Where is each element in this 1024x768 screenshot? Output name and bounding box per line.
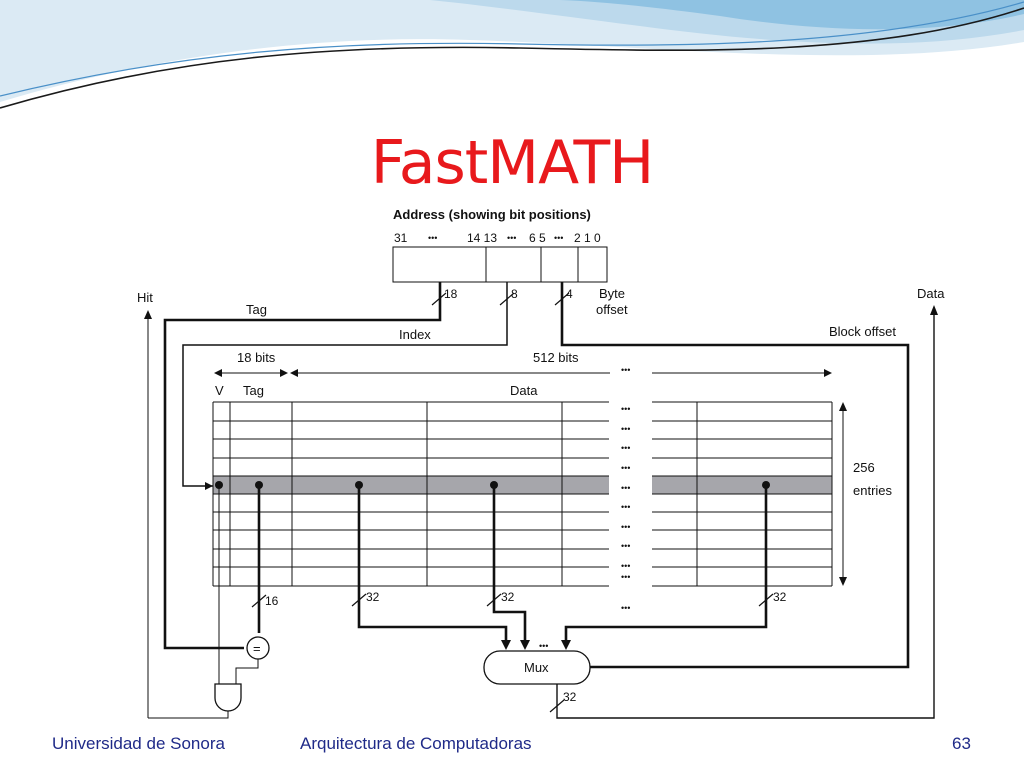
svg-text:•••: ••• xyxy=(621,404,630,414)
svg-text:•••: ••• xyxy=(621,561,630,571)
selected-row xyxy=(213,476,609,494)
footer-course: Arquitectura de Computadoras xyxy=(300,734,532,753)
svg-text:•••: ••• xyxy=(621,572,630,582)
svg-text:•••: ••• xyxy=(621,443,630,453)
bit-31: 31 xyxy=(394,231,408,245)
bit-2-1-0: 2 1 0 xyxy=(574,231,601,245)
tag-bits-label: 18 bits xyxy=(237,350,276,365)
footer-institution: Universidad de Sonora xyxy=(52,734,225,753)
and-gate xyxy=(214,683,242,712)
comparator-symbol: = xyxy=(253,641,261,656)
hit-label: Hit xyxy=(137,290,153,305)
col-v: V xyxy=(215,383,224,398)
index-width: 8 xyxy=(511,287,518,301)
entries-label: entries xyxy=(853,483,893,498)
bit-ellipsis-2: ••• xyxy=(507,233,516,243)
header-swoosh-decoration xyxy=(0,0,1024,109)
byte-offset-label-1: Byte xyxy=(599,286,625,301)
col-tag: Tag xyxy=(243,383,264,398)
block-offset-label: Block offset xyxy=(829,324,896,339)
word-bus-width-2: 32 xyxy=(501,590,515,604)
tag-label: Tag xyxy=(246,302,267,317)
bit-14-13: 14 13 xyxy=(467,231,497,245)
cache-table xyxy=(212,401,833,587)
page-number: 63 xyxy=(952,734,971,753)
address-register xyxy=(392,246,608,283)
index-label: Index xyxy=(399,327,431,342)
tag-width: 18 xyxy=(444,287,458,301)
slide-title: FastMATH xyxy=(370,128,654,198)
word-bus-width-3: 32 xyxy=(773,590,787,604)
address-label: Address (showing bit positions) xyxy=(393,207,591,222)
svg-text:•••: ••• xyxy=(621,483,630,493)
block-offset-width: 4 xyxy=(566,287,573,301)
cache-diagram: Address (showing bit positions) 31 ••• 1… xyxy=(137,197,954,725)
bit-ellipsis-3: ••• xyxy=(554,233,563,243)
svg-text:•••: ••• xyxy=(539,641,548,651)
mux xyxy=(483,650,591,685)
svg-text:•••: ••• xyxy=(621,603,630,613)
data-bits-label: 512 bits xyxy=(533,350,579,365)
col-data: Data xyxy=(510,383,538,398)
byte-offset-label-2: offset xyxy=(596,302,628,317)
svg-text:•••: ••• xyxy=(621,522,630,532)
mux-output-width: 32 xyxy=(563,690,577,704)
svg-text:•••: ••• xyxy=(621,502,630,512)
word-bus-width-1: 32 xyxy=(366,590,380,604)
tag-bus-width: 16 xyxy=(265,594,279,608)
entries-count: 256 xyxy=(853,460,875,475)
data-out-label: Data xyxy=(917,286,945,301)
svg-text:•••: ••• xyxy=(621,365,630,375)
bit-ellipsis-1: ••• xyxy=(428,233,437,243)
svg-text:•••: ••• xyxy=(621,424,630,434)
column-gap-ellipses: ••• ••• ••• ••• ••• ••• ••• ••• ••• ••• … xyxy=(539,365,630,651)
bit-6-5: 6 5 xyxy=(529,231,546,245)
svg-text:•••: ••• xyxy=(621,463,630,473)
mux-label: Mux xyxy=(524,660,549,675)
svg-text:•••: ••• xyxy=(621,541,630,551)
